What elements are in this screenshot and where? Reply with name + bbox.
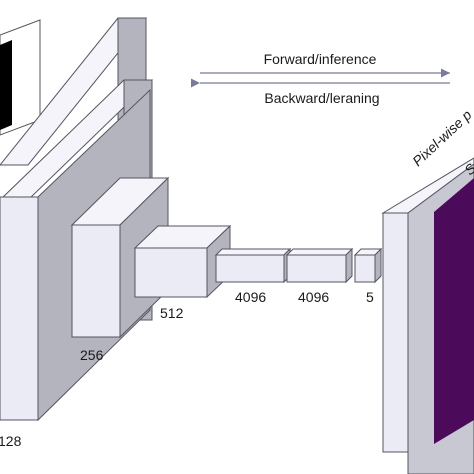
segmentation-map bbox=[434, 178, 474, 444]
input-image bbox=[0, 19, 41, 136]
fc-block-4096-b bbox=[285, 247, 354, 284]
fc-block-5 bbox=[353, 247, 383, 284]
fc-block-4096-a bbox=[214, 247, 292, 284]
layer-label-4096-b: 4096 bbox=[298, 289, 329, 305]
layer-label-5: 5 bbox=[366, 289, 374, 305]
backward-label: Backward/leraning bbox=[264, 90, 379, 106]
layer-label-512: 512 bbox=[160, 305, 184, 321]
layer-label-256: 256 bbox=[80, 347, 104, 363]
forward-label: Forward/inference bbox=[264, 51, 377, 67]
pixelwise-label: Pixel-wise p bbox=[409, 106, 474, 169]
layer-label-4096-a: 4096 bbox=[235, 289, 266, 305]
layer-label-128: 128 bbox=[0, 433, 22, 449]
